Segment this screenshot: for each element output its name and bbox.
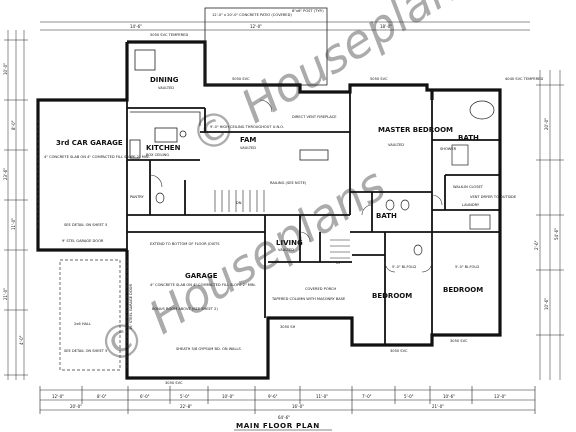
note-vent: VENT DRYER TO OUTSIDE [470, 195, 517, 199]
dim-bottom-3: 6'-0" [140, 394, 150, 399]
window-tag-2: 5050 SVC [232, 77, 250, 81]
dim-bottom-15: 21'-0" [432, 404, 444, 409]
room-label-pantry: PANTRY [130, 195, 145, 199]
note-railing: RAILING (SEE NOTE) [270, 181, 307, 185]
note-bifold-2: 5'-0" BI-FOLD [455, 265, 479, 269]
note-up: UP [336, 261, 342, 265]
dim-overall-width: 64'-6" [278, 415, 290, 420]
dim-bottom-5: 10'-0" [222, 394, 234, 399]
dim-bottom-7: 11'-0" [316, 394, 328, 399]
dim-bottom-9: 5'-0" [404, 394, 414, 399]
dim-left-6: 4'-0" [19, 335, 24, 345]
kitchen-counters [129, 111, 201, 159]
dim-bottom-4: 5'-0" [180, 394, 190, 399]
window-tag-3: 5050 SVC [370, 77, 388, 81]
room-note-master: VAULTED [388, 143, 404, 147]
room-label-laundry: LAUNDRY [462, 203, 480, 207]
room-note-third-garage: 4" CONCRETE SLAB ON 4" COMPACTED FILL SL… [44, 155, 150, 159]
dim-right-4: 2'-6" [534, 240, 539, 250]
room-label-fam: FAM [240, 136, 256, 144]
dim-left-1: 10'-0" [3, 63, 8, 75]
note-tapered: TAPERED COLUMN WITH MASONRY BASE [271, 297, 346, 301]
dim-right-2: 54'-6" [554, 228, 559, 240]
room-note-dining: VAULTED [158, 86, 174, 90]
door-swings [149, 99, 443, 273]
note-bonus: BONUS ROOM ABOVE (SEE SHEET 2) [152, 307, 218, 311]
dim-left-2: 23'-6" [3, 168, 8, 180]
dim-right-3: 10'-6" [544, 298, 549, 310]
garage-doors [37, 120, 128, 371]
note-detail-1: SEE DETAIL ON SHEET 5 [64, 223, 107, 227]
window-tag-4: 4040 SVC TEMPERED [505, 77, 543, 81]
dim-left-3: 21'-0" [3, 288, 8, 300]
dim-right-1: 20'-0" [544, 118, 549, 130]
note-garage-door-2: 16' STEEL GARAGE DOOR [129, 284, 133, 330]
dim-bottom-14: 16'-0" [292, 404, 304, 409]
room-label-closet: WALK-IN CLOSET [453, 185, 484, 189]
stair-treads [214, 190, 350, 259]
note-detail-2: SEE DETAIL ON SHEET 5 [64, 349, 107, 353]
note-garage-door-1: 9' STEL GARAGE DOOR [62, 239, 104, 243]
dim-top-2: 12'-0" [250, 24, 262, 29]
window-tag-5: 3050 SH [280, 325, 296, 329]
note-shower: SHOWER [440, 147, 457, 151]
room-note-fam: VAULTED [240, 146, 256, 150]
note-dn: DN [236, 201, 242, 205]
fireplace-shape [299, 149, 329, 161]
note-covered-porch: COVERED PORCH [305, 287, 337, 291]
dim-bottom-2: 8'-0" [97, 394, 107, 399]
room-label-bath-hall: BATH [376, 212, 397, 220]
window-tag-1: 5050 SVC TEMPERED [150, 33, 188, 37]
note-sheath: SHEATH 5/8 GYPSUM BD. ON WALLS [176, 347, 242, 351]
dim-bottom-12: 20'-0" [70, 404, 82, 409]
window-tag-7: 3050 SVC [450, 339, 468, 343]
note-patio: 12'-0" x 20'-0" CONCRETE PATIO (COVERED) [212, 13, 292, 17]
interior-walls [126, 92, 500, 345]
room-label-garage: GARAGE [185, 272, 218, 280]
note-floor-joists: EXTEND TO BOTTOM OF FLOOR JOISTS [150, 242, 220, 246]
room-label-living: LIVING [276, 239, 303, 247]
note-ceiling: 9'-0" HIGH CEILING THROUGHOUT U.N.O. [210, 125, 284, 129]
dim-bottom-8: 7'-0" [362, 394, 372, 399]
window-tag-6: 3050 SVC [390, 349, 408, 353]
dim-left-4: 8'-0" [11, 120, 16, 130]
patio-outline [134, 7, 328, 86]
note-post: 6"x6" POST (TYP.) [292, 9, 324, 13]
bath-fixtures [155, 100, 495, 256]
dimension-ticks [4, 39, 564, 414]
dim-bottom-13: 22'-8" [180, 404, 192, 409]
dim-bottom-6: 9'-6" [268, 394, 278, 399]
dim-top-3: 18'-0" [380, 24, 392, 29]
note-fireplace: DIRECT VENT FIREPLACE [292, 115, 337, 119]
dim-bottom-1: 12'-0" [52, 394, 64, 399]
room-note-garage: 4" CONCRETE SLAB ON 4" COMPACTED FILL SL… [150, 283, 256, 287]
room-note-living: VAULTED [278, 248, 294, 252]
room-label-third-garage: 3rd CAR GARAGE [56, 139, 123, 147]
window-tag-8: 3050 SVC [165, 381, 183, 385]
room-label-master: MASTER BEDROOM [378, 126, 453, 134]
dim-top-1: 14'-6" [130, 24, 142, 29]
dim-bottom-11: 13'-0" [494, 394, 506, 399]
room-note-kitchen: BOX CEILING [146, 153, 169, 157]
room-label-bedroom-2: BEDROOM [372, 292, 412, 300]
room-label-bath-master: BATH [458, 134, 479, 142]
dimension-lines [7, 21, 561, 411]
note-bifold-1: 5'-0" BI-FOLD [392, 265, 416, 269]
dim-bottom-10: 10'-6" [443, 394, 455, 399]
room-label-kitchen: KITCHEN [146, 144, 181, 152]
room-label-dining: DINING [150, 76, 179, 84]
dim-left-5: 11'-0" [11, 218, 16, 230]
drawing-title: MAIN FLOOR PLAN [236, 421, 320, 430]
note-hall: 2x6 HALL [74, 322, 91, 326]
room-label-bedroom-3: BEDROOM [443, 286, 483, 294]
